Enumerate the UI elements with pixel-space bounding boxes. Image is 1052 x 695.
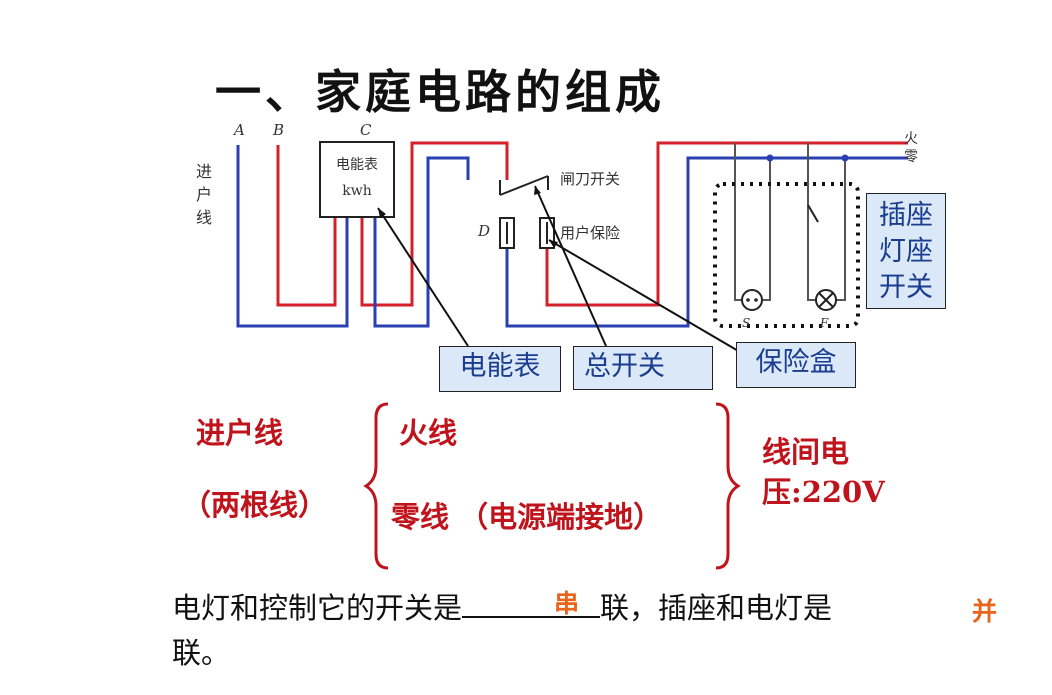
- wire-fuse-d-blue: [505, 156, 908, 328]
- lamp-symbol: [815, 289, 837, 311]
- right-brace: [715, 402, 741, 570]
- knife-switch-label: 闸刀开关: [560, 170, 621, 188]
- wire-b: [276, 145, 337, 307]
- wire-letter-c: C: [360, 121, 372, 139]
- meter-text: 电能表 kwh: [336, 157, 378, 199]
- page-title: 一、家庭电路的组成: [215, 65, 665, 119]
- left-brace: [363, 402, 389, 570]
- socket-symbol: [741, 289, 763, 311]
- mark-f: F: [820, 316, 829, 330]
- fuse-d-label: D: [478, 222, 491, 240]
- user-fuse-label: 用户保险: [560, 224, 621, 242]
- callout-energy-meter: 电能表: [439, 346, 561, 392]
- live-wire-note: 火线: [399, 416, 458, 450]
- wire-letter-b: B: [273, 121, 285, 139]
- two-wires-note: （两根线）: [182, 488, 328, 522]
- entry-line-vertical-label: 进 户 线: [196, 162, 213, 227]
- wire-meter-red-out: [360, 141, 509, 307]
- neutral-wire-note: 零线 （电源端接地）: [391, 500, 663, 534]
- entry-line-note: 进户线: [196, 416, 284, 450]
- wire-lamp-right: [807, 143, 846, 301]
- mark-s: S: [742, 316, 751, 330]
- energy-meter: [319, 141, 395, 218]
- question-line-1: 电灯和控制它的开关是联，插座和电灯是: [172, 588, 832, 628]
- question-line-2: 联。: [172, 636, 231, 670]
- knife-switch: [499, 175, 549, 196]
- lamp-switch: [807, 204, 819, 223]
- neutral-mark: 零: [904, 149, 918, 165]
- answer-2: 并: [972, 597, 998, 626]
- voltage-note: 线间电 压:220V: [762, 435, 885, 509]
- callout-main-switch: 总开关: [573, 346, 713, 390]
- wire-letter-a: A: [234, 121, 245, 139]
- live-mark: 火: [904, 131, 918, 147]
- wire-a: [236, 145, 349, 328]
- answer-1: 串: [554, 589, 580, 618]
- callout-fuse-box: 保险盒: [736, 342, 856, 388]
- wire-socket-left: [734, 143, 771, 301]
- answer-blank-1[interactable]: [462, 588, 601, 618]
- callout-socket-lamp-switch: 插座 灯座 开关: [866, 193, 946, 309]
- appliance-region: [713, 182, 860, 328]
- wire-meter-blue-out: [373, 156, 470, 328]
